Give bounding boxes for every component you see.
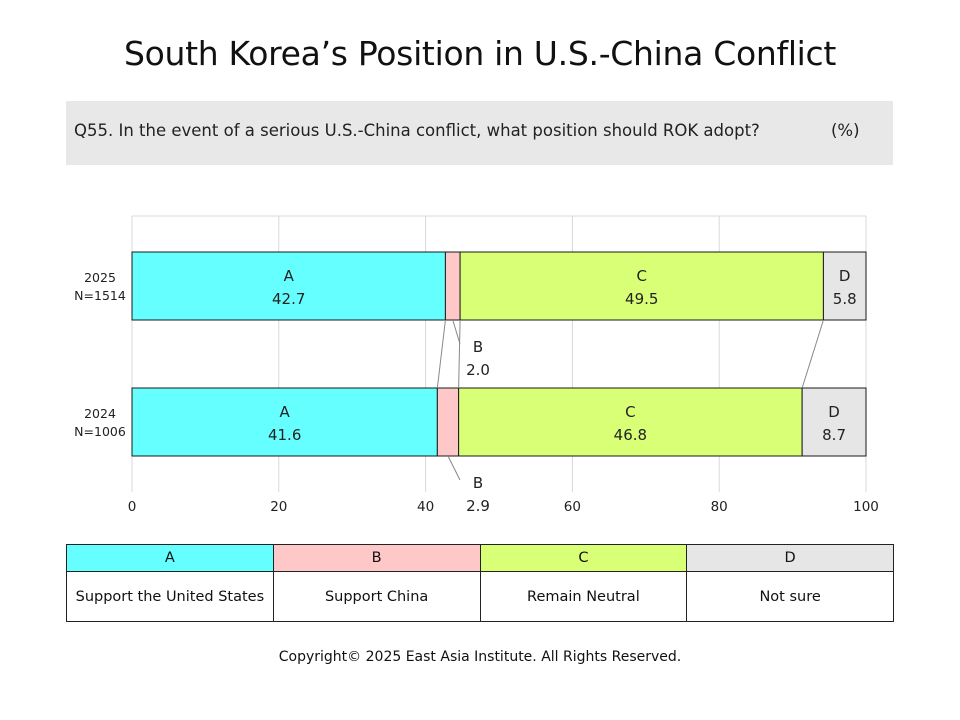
- bar-label-key-2025-a: A: [284, 267, 295, 285]
- row-label-n-2025: N=1514: [74, 288, 126, 303]
- x-tick-60: 60: [564, 499, 581, 515]
- b-callout-key-2024: B: [473, 474, 483, 492]
- question-box: Q55. In the event of a serious U.S.-Chin…: [66, 101, 893, 165]
- chart-title: South Korea’s Position in U.S.-China Con…: [123, 34, 837, 73]
- legend-desc-c: Remain Neutral: [479, 571, 688, 622]
- bar-2024-a: [131, 387, 438, 457]
- x-tick-20: 20: [270, 499, 287, 515]
- bar-2025-c: [459, 251, 824, 321]
- connector-b: [458, 319, 461, 389]
- x-tick-40: 40: [417, 499, 434, 515]
- bar-label-key-2024-d: D: [828, 403, 840, 421]
- row-label-year-2024: 2024: [84, 406, 116, 421]
- legend-code-c: C: [479, 544, 688, 572]
- b-callout-value-2025: 2.0: [466, 361, 490, 379]
- b-callout-line-2025: [452, 319, 461, 345]
- legend-table: A B C D Support the United States Suppor…: [66, 544, 894, 622]
- legend-desc-b: Support China: [272, 571, 481, 622]
- legend-desc-a: Support the United States: [66, 571, 274, 622]
- question-text: Q55. In the event of a serious U.S.-Chin…: [74, 121, 760, 140]
- bar-label-key-2025-c: C: [637, 267, 647, 285]
- bar-label-key-2024-c: C: [625, 403, 635, 421]
- bar-label-value-2025-d: 5.8: [833, 290, 857, 308]
- legend-code-a: A: [66, 544, 274, 572]
- x-tick-100: 100: [853, 499, 879, 515]
- connector-c: [801, 319, 824, 389]
- x-tick-0: 0: [128, 499, 137, 515]
- bar-label-value-2024-d: 8.7: [822, 426, 846, 444]
- connector-a: [436, 319, 446, 389]
- bar-2025-d: [822, 251, 867, 321]
- row-label-n-2024: N=1006: [74, 424, 126, 439]
- copyright-footer: Copyright© 2025 East Asia Institute. All…: [278, 649, 682, 665]
- legend-code-row: A B C D: [66, 544, 894, 572]
- bar-label-key-2024-a: A: [280, 403, 291, 421]
- legend-desc-d: Not sure: [686, 571, 894, 622]
- bar-2025-a: [131, 251, 446, 321]
- bar-label-value-2024-a: 41.6: [268, 426, 301, 444]
- b-callout-line-2024: [447, 455, 461, 481]
- bar-2024-c: [458, 387, 803, 457]
- b-callout-value-2024: 2.9: [466, 497, 490, 515]
- bar-label-value-2025-a: 42.7: [272, 290, 305, 308]
- x-tick-80: 80: [711, 499, 728, 515]
- legend-desc-row: Support the United States Support China …: [66, 571, 894, 622]
- bar-label-value-2024-c: 46.8: [614, 426, 647, 444]
- bar-2025-b: [444, 251, 461, 321]
- legend-code-b: B: [272, 544, 481, 572]
- legend-code-d: D: [686, 544, 894, 572]
- row-label-year-2025: 2025: [84, 270, 116, 285]
- unit-label: (%): [831, 121, 860, 140]
- bar-label-value-2025-c: 49.5: [625, 290, 658, 308]
- bar-2024-b: [436, 387, 460, 457]
- bar-label-key-2025-d: D: [839, 267, 851, 285]
- bar-2024-d: [801, 387, 867, 457]
- b-callout-key-2025: B: [473, 338, 483, 356]
